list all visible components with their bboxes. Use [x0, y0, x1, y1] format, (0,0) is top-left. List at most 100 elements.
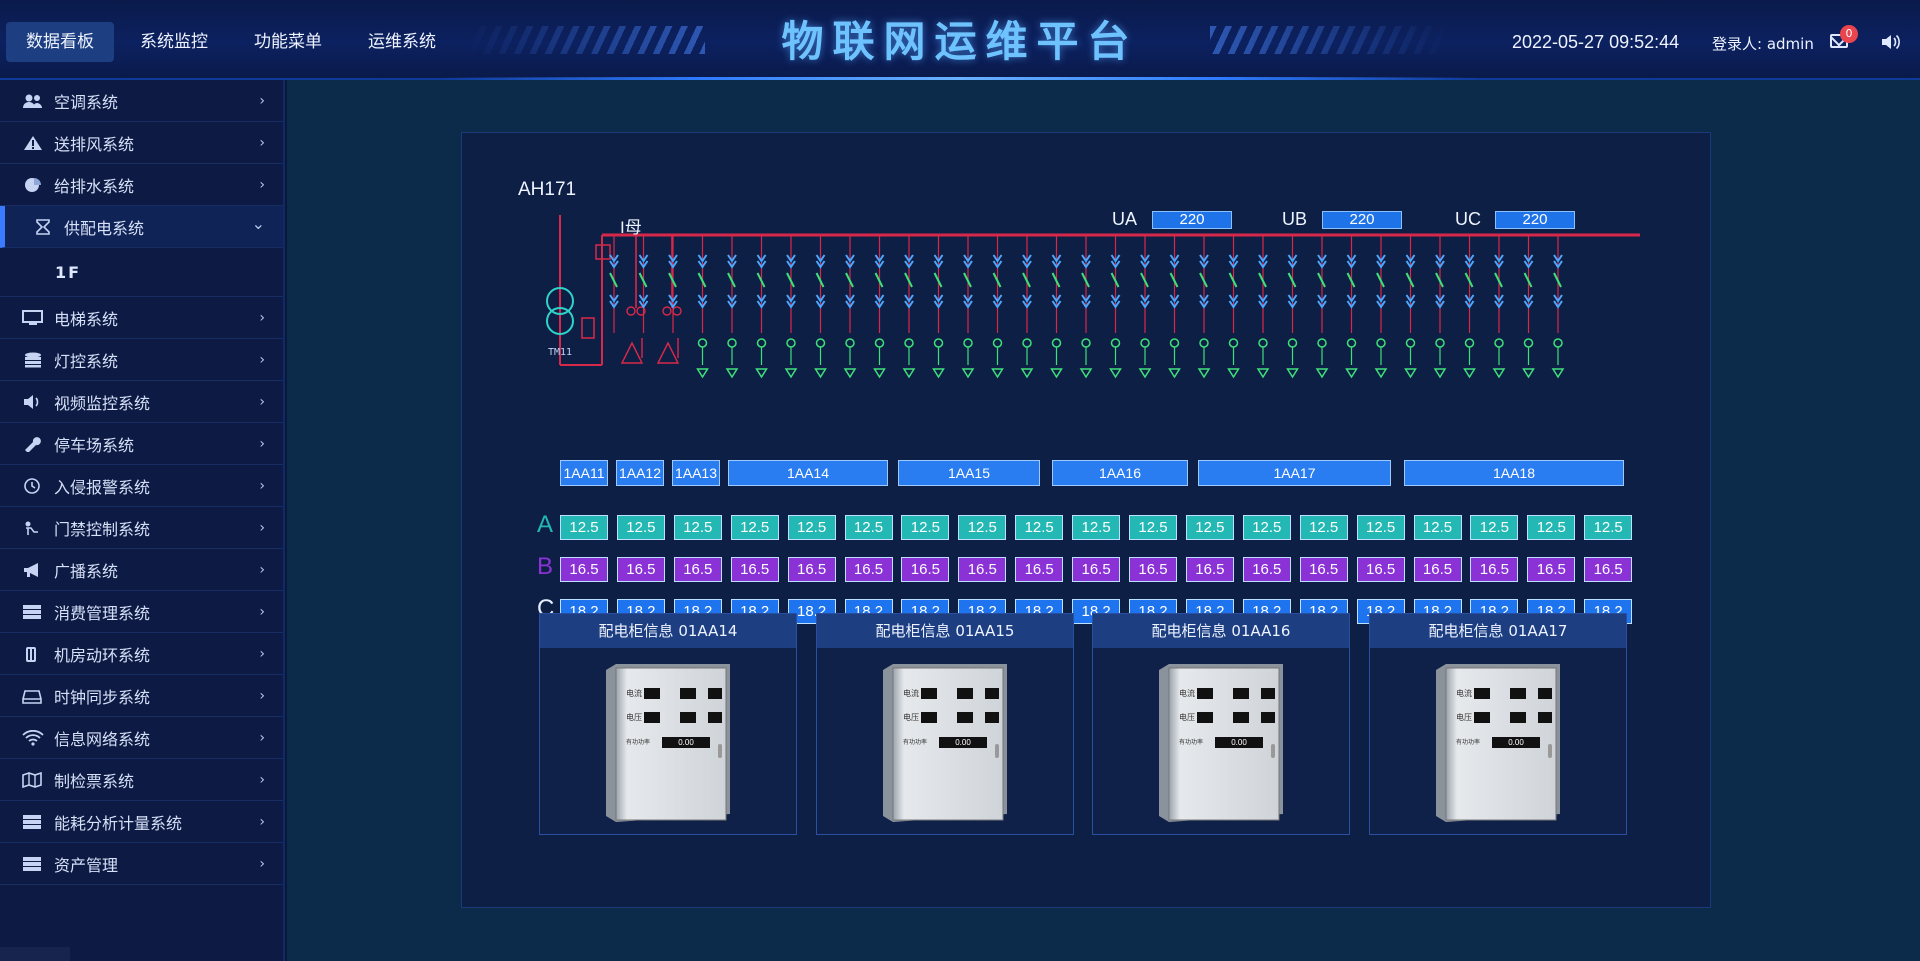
- pt-coil: [662, 306, 672, 316]
- feeder-breaker: [1022, 272, 1031, 288]
- feeder-indicator: [1051, 338, 1062, 348]
- feeder-breaker: [1317, 272, 1326, 288]
- feeder-load-arrow: [961, 368, 975, 379]
- sidebar-item[interactable]: 消费管理系统 ›: [0, 591, 283, 633]
- chevron-right-icon: ›: [259, 645, 265, 662]
- feeder-disconnector: [1199, 300, 1209, 309]
- transformer-coil: [546, 287, 574, 315]
- nav-function-menu[interactable]: 功能菜单: [254, 32, 322, 52]
- feeder-disconnector: [1258, 294, 1268, 303]
- feeder-disconnector: [1110, 254, 1121, 263]
- feeder-indicator: [1287, 338, 1298, 348]
- feeder-indicator: [815, 338, 826, 348]
- phase-label: B: [537, 553, 554, 580]
- feeder-load-arrow: [932, 368, 945, 379]
- cabinet-label[interactable]: 1AA18: [1404, 460, 1624, 486]
- feeder-disconnector: [1376, 254, 1386, 263]
- login-info: 登录人: admin: [1712, 33, 1814, 54]
- cabinet-label[interactable]: 1AA11: [560, 460, 608, 486]
- sidebar-item-label: 送排风系统: [54, 134, 135, 154]
- feeder-disconnector: [1346, 254, 1357, 263]
- svg-text:电流: 电流: [903, 688, 919, 698]
- feeder-disconnector: [1140, 260, 1150, 269]
- phase-current-cell: 12.5: [1015, 515, 1064, 540]
- feeder-indicator: [1405, 338, 1416, 348]
- feeder-breaker: [1435, 272, 1444, 288]
- feeder-disconnector: [933, 294, 944, 303]
- feeder-indicator: [1199, 338, 1209, 348]
- warning-icon: [22, 135, 44, 151]
- horizontal-scrollbar[interactable]: [0, 947, 70, 961]
- sidebar-item[interactable]: 空调系统 ›: [0, 80, 283, 122]
- feeder-load-arrow: [1227, 368, 1240, 379]
- cabinet-info-card[interactable]: 配电柜信息 01AA15 电流 电压 有功功率 0.00: [816, 613, 1074, 835]
- cabinet-info-card[interactable]: 配电柜信息 01AA16 电流 电压 有功功率 0.00: [1092, 613, 1350, 835]
- feeder-load-arrow: [755, 368, 768, 379]
- cabinet-label[interactable]: 1AA13: [672, 460, 720, 486]
- feeder-disconnector: [1523, 300, 1534, 309]
- feeder-disconnector: [786, 260, 796, 269]
- sidebar-item[interactable]: 资产管理 ›: [0, 843, 283, 885]
- feeder-load-arrow: [1138, 368, 1152, 379]
- feeder-disconnector: [815, 260, 826, 269]
- feeder-breaker: [638, 272, 648, 288]
- sidebar-item[interactable]: 制检票系统 ›: [0, 759, 283, 801]
- cabinet-label[interactable]: 1AA16: [1052, 460, 1188, 486]
- sidebar-subitem-1f[interactable]: 1F: [0, 248, 283, 297]
- feeder-disconnector: [1051, 260, 1062, 269]
- sidebar-item[interactable]: 入侵报警系统 ›: [0, 465, 283, 507]
- feeder-disconnector: [1081, 294, 1091, 303]
- nav-ops[interactable]: 运维系统: [368, 32, 436, 52]
- feeder-indicator: [963, 338, 973, 348]
- feeder-disconnector: [756, 300, 767, 309]
- sidebar-item[interactable]: 停车场系统 ›: [0, 423, 283, 465]
- feeder-load-arrow: [1433, 368, 1447, 379]
- feeder-indicator: [1110, 338, 1121, 348]
- feeder-disconnector: [697, 294, 708, 303]
- nav-monitor[interactable]: 系统监控: [140, 32, 208, 52]
- feeder-disconnector: [1022, 300, 1032, 309]
- feeder-disconnector: [1258, 260, 1268, 269]
- feeder-disconnector: [786, 294, 796, 303]
- phase-current-cell: 16.5: [787, 557, 836, 582]
- feeder-disconnector: [668, 254, 678, 263]
- feeder-disconnector: [992, 260, 1003, 269]
- sidebar-item[interactable]: 电梯系统 ›: [0, 297, 283, 339]
- sidebar-item[interactable]: 送排风系统 ›: [0, 122, 283, 164]
- sidebar-item[interactable]: 能耗分析计量系统 ›: [0, 801, 283, 843]
- cabinet-label[interactable]: 1AA12: [616, 460, 664, 486]
- sidebar-item[interactable]: 视频监控系统 ›: [0, 381, 283, 423]
- feeder-disconnector: [1346, 300, 1357, 309]
- speaker-icon[interactable]: [1880, 32, 1902, 52]
- feeder-disconnector: [1405, 254, 1416, 263]
- feeder-disconnector: [668, 300, 678, 309]
- feeder-disconnector: [1553, 294, 1563, 303]
- feeder-disconnector: [1317, 260, 1327, 269]
- sidebar-item[interactable]: 广播系统 ›: [0, 549, 283, 591]
- cabinet-info-card[interactable]: 配电柜信息 01AA14 电流 电压 有功功率 0.00: [539, 613, 797, 835]
- sidebar-item[interactable]: 供配电系统 ⌄: [0, 206, 283, 248]
- feeder-breaker: [1553, 272, 1562, 288]
- sidebar-item[interactable]: 给排水系统 ›: [0, 164, 283, 206]
- svg-text:有功功率: 有功功率: [903, 738, 927, 746]
- sidebar-item[interactable]: 时钟同步系统 ›: [0, 675, 283, 717]
- feeder-indicator: [1553, 338, 1563, 348]
- feeder-disconnector: [1405, 294, 1416, 303]
- feeder-breaker: [1376, 272, 1385, 288]
- sidebar-item[interactable]: 机房动环系统 ›: [0, 633, 283, 675]
- feeder-disconnector: [963, 300, 973, 309]
- feeder-load-arrow: [991, 368, 1004, 379]
- feeder-disconnector: [1287, 294, 1298, 303]
- phase-current-cell: 12.5: [1413, 515, 1462, 540]
- nav-dashboard[interactable]: 数据看板: [6, 22, 114, 62]
- cabinet-label[interactable]: 1AA14: [728, 460, 888, 486]
- phase-current-cell: 16.5: [1299, 557, 1348, 582]
- feeder-disconnector: [638, 294, 649, 303]
- feeder-disconnector: [1376, 294, 1386, 303]
- cabinet-info-card[interactable]: 配电柜信息 01AA17 电流 电压 有功功率 0.00: [1369, 613, 1627, 835]
- sidebar-item[interactable]: 门禁控制系统 ›: [0, 507, 283, 549]
- sidebar-item[interactable]: 灯控系统 ›: [0, 339, 283, 381]
- sidebar-item[interactable]: 信息网络系统 ›: [0, 717, 283, 759]
- cabinet-label[interactable]: 1AA15: [898, 460, 1040, 486]
- cabinet-label[interactable]: 1AA17: [1198, 460, 1391, 486]
